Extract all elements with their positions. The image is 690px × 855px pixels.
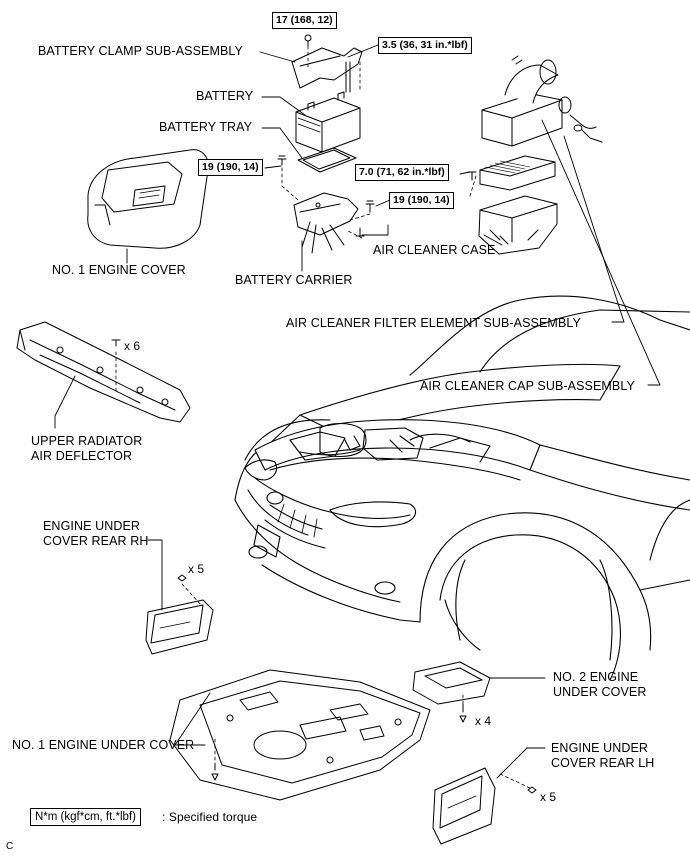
air-cleaner-case-part — [478, 195, 558, 255]
under-cover-rear-rh-part — [145, 574, 214, 655]
qty-rear-rh: x 5 — [188, 562, 205, 576]
air-cleaner-filter-part — [479, 155, 556, 191]
label-upper-radiator-line2: AIR DEFLECTOR — [31, 449, 133, 463]
label-air-cleaner-case: AIR CLEANER CASE — [373, 243, 496, 257]
label-no2-under-line1: NO. 2 ENGINE — [553, 670, 639, 684]
label-upper-radiator-line1: UPPER RADIATOR — [31, 434, 143, 448]
torque-clamp-bolt: 17 (168, 12) — [272, 12, 337, 29]
qty-no2-under: x 4 — [475, 714, 492, 728]
air-deflector-part — [16, 321, 191, 423]
battery-clamp-part — [291, 34, 363, 93]
engine-cover-part — [87, 149, 209, 249]
battery-carrier-part — [293, 192, 359, 254]
label-battery-carrier: BATTERY CARRIER — [235, 273, 353, 287]
fastener-icons — [111, 155, 537, 794]
assembly-dashes — [115, 45, 531, 789]
torque-case-bolt: 7.0 (71, 62 in.*lbf) — [355, 164, 449, 181]
battery-tray-part — [297, 147, 357, 173]
vehicle-illustration — [234, 295, 690, 681]
label-battery-clamp: BATTERY CLAMP SUB-ASSEMBLY — [38, 44, 243, 58]
label-under-rear-rh-line2: COVER REAR RH — [43, 534, 149, 548]
torque-tray-bolt: 19 (190, 14) — [198, 159, 263, 176]
label-battery: BATTERY — [196, 89, 254, 103]
qty-deflector: x 6 — [124, 339, 141, 353]
label-no1-under-cover: NO. 1 ENGINE UNDER COVER — [12, 738, 195, 752]
qty-rear-lh: x 5 — [540, 790, 557, 804]
torque-clamp-nut: 3.5 (36, 31 in.*lbf) — [378, 37, 472, 54]
label-air-cleaner-cap: AIR CLEANER CAP SUB-ASSEMBLY — [420, 379, 635, 393]
no1-under-cover-part — [169, 669, 431, 801]
under-cover-rear-lh-part — [432, 767, 496, 845]
label-air-cleaner-filter: AIR CLEANER FILTER ELEMENT SUB-ASSEMBLY — [286, 316, 581, 330]
battery-part — [295, 91, 361, 153]
legend-unit-box: N*m (kgf*cm, ft.*lbf) — [30, 808, 141, 826]
no2-under-cover-part — [412, 661, 491, 705]
label-under-rear-rh-line1: ENGINE UNDER — [43, 519, 141, 533]
label-under-rear-lh-line1: ENGINE UNDER — [551, 741, 649, 755]
torque-carrier-bolt: 19 (190, 14) — [389, 192, 454, 209]
air-cleaner-cap-part — [481, 55, 603, 147]
label-no2-under-line2: UNDER COVER — [553, 685, 647, 699]
label-battery-tray: BATTERY TRAY — [159, 120, 253, 134]
corner-code: C — [6, 841, 14, 852]
leader-lines — [54, 44, 661, 779]
label-under-rear-lh-line2: COVER REAR LH — [551, 756, 655, 770]
legend-meaning: : Specified torque — [162, 810, 258, 824]
label-no1-engine-cover: NO. 1 ENGINE COVER — [52, 263, 186, 277]
